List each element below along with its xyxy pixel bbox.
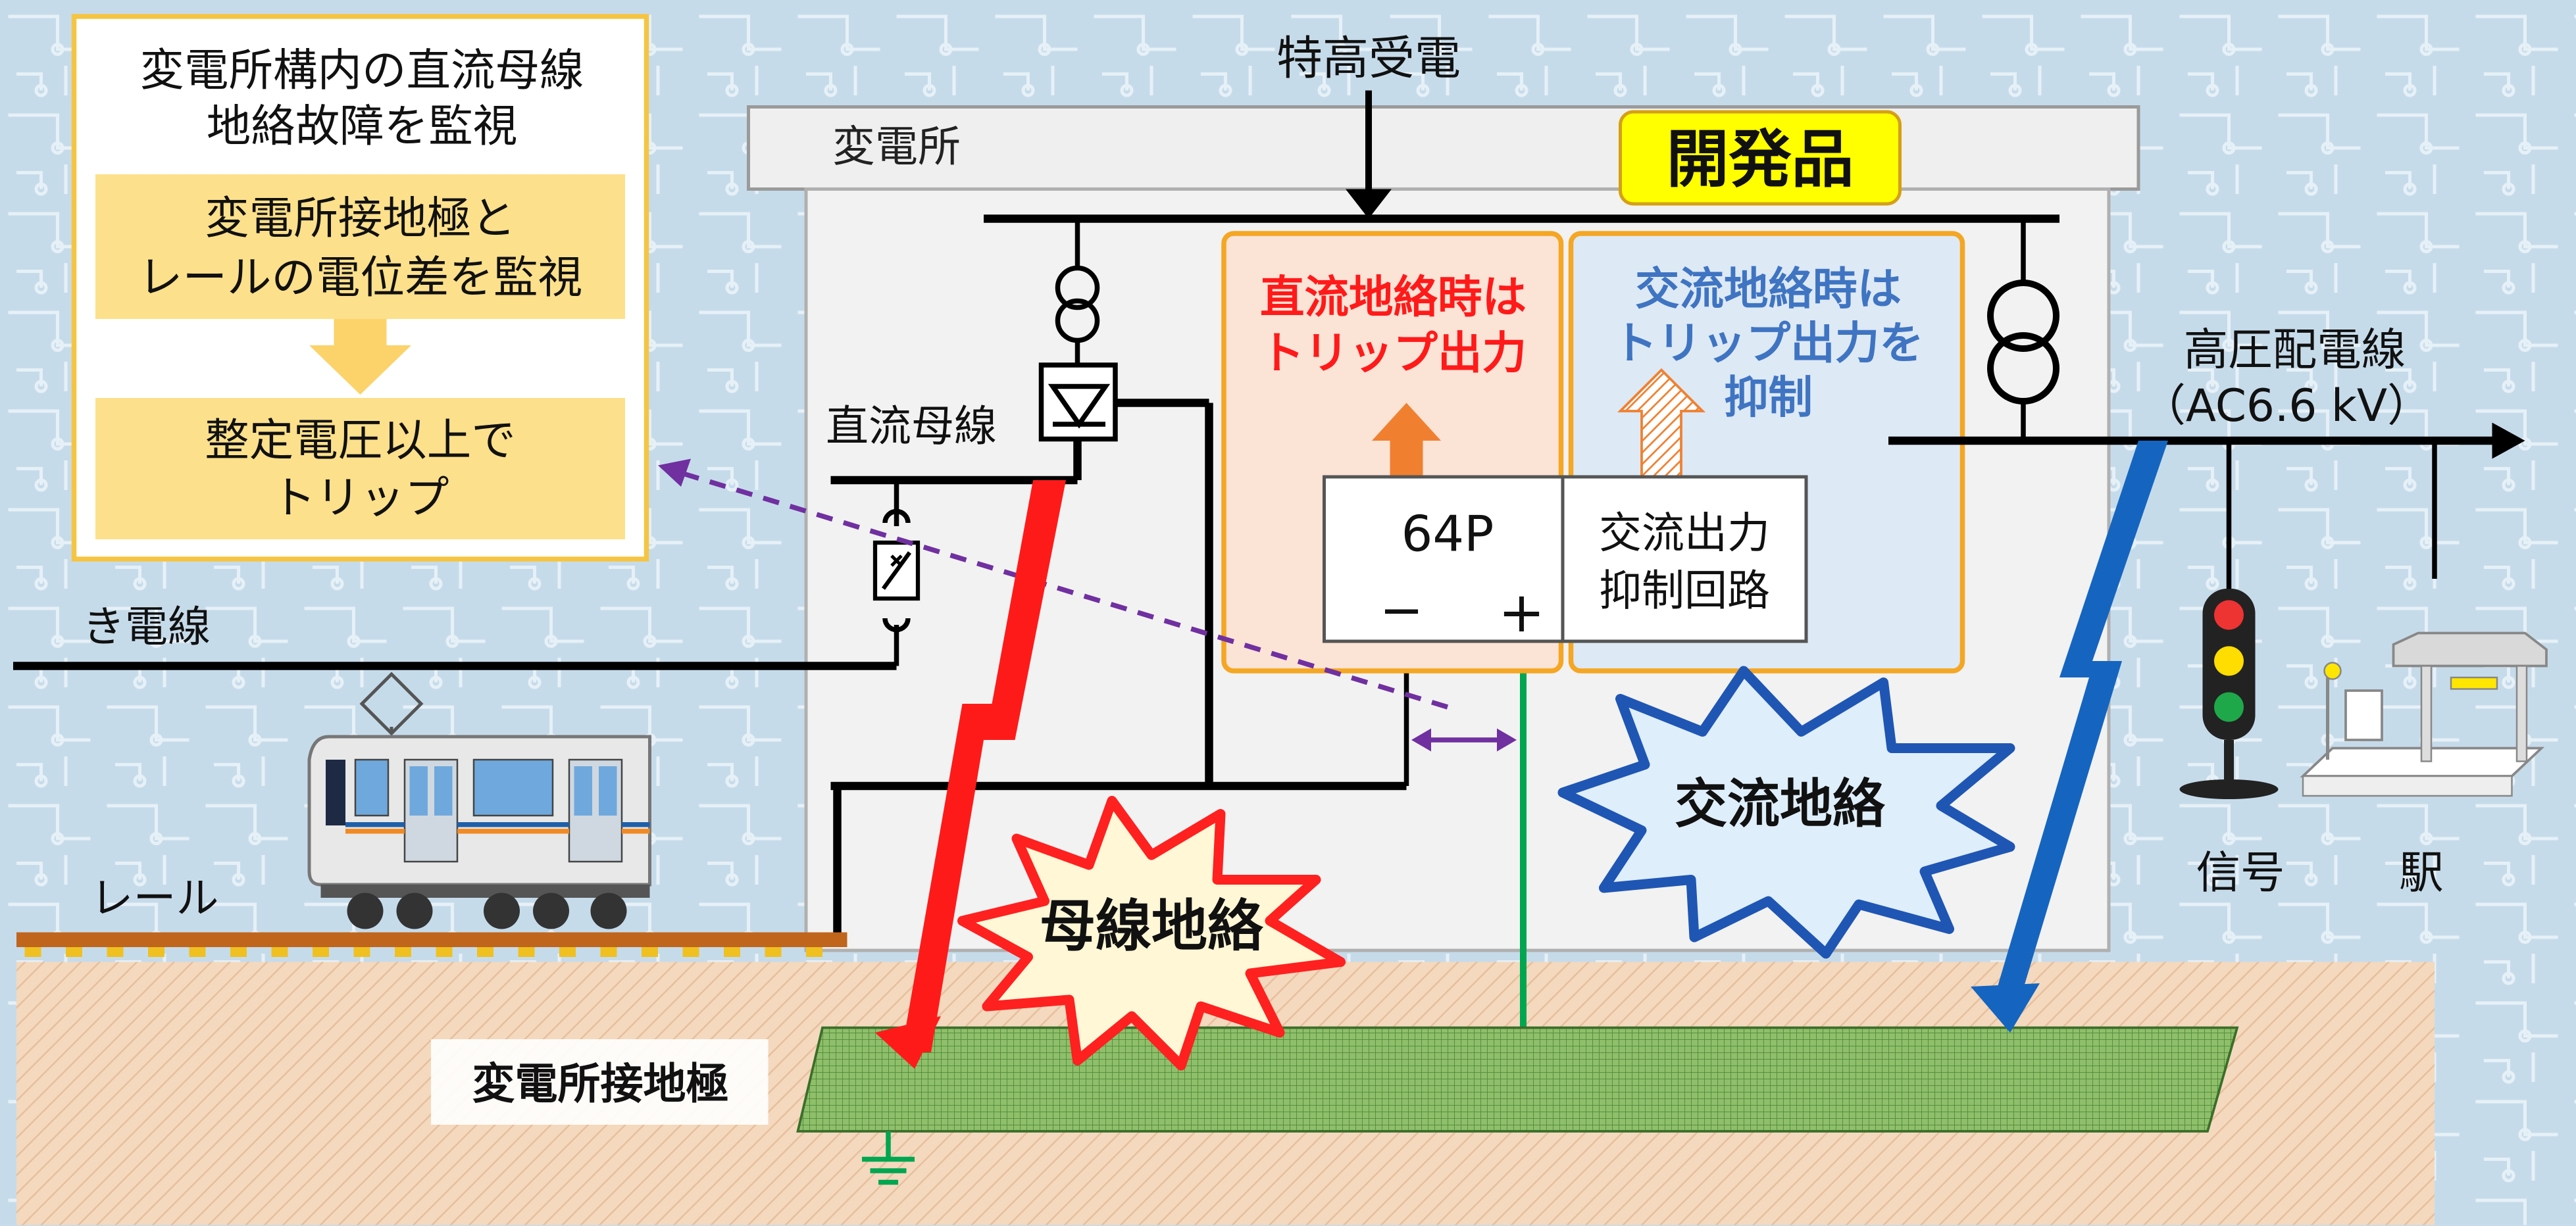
ac-suppress-note-line1: 交流地絡時は xyxy=(1635,263,1902,315)
ac-fault-label: 交流地絡 xyxy=(1675,773,1886,835)
rail-label: レール xyxy=(91,874,219,923)
station-icon xyxy=(2392,631,2548,668)
dc-fault-lightning-arrowhead xyxy=(875,1016,941,1069)
train-wheel-5 xyxy=(590,893,627,929)
hv-line-voltage-label: （AC6.6 kV） xyxy=(2141,380,2431,431)
ac-fault-burst xyxy=(1557,666,2015,959)
incoming-label: 特高受電 xyxy=(1276,32,1461,86)
relay-minus-terminal: − xyxy=(1379,579,1423,641)
dev-product-badge xyxy=(1619,110,1902,206)
feeder-label: き電線 xyxy=(82,602,211,652)
monitor-link-dashed xyxy=(676,469,1449,710)
train-stripe-blue-3 xyxy=(622,822,650,827)
ground-electrode-label: 変電所接地極 xyxy=(472,1060,728,1109)
info-step1-box xyxy=(95,174,625,319)
signal-red-lamp xyxy=(2214,600,2244,630)
potential-difference-arrowhead-right xyxy=(1497,728,1517,752)
ac-suppress-note-line2: トリップ出力を xyxy=(1613,317,1924,369)
dc-fault-lightning xyxy=(901,480,1066,1052)
train-door-2-right-window xyxy=(599,766,617,816)
ground-electrode-label-bg xyxy=(431,1039,769,1125)
info-step2-line1: 整定電圧以上で xyxy=(205,414,516,466)
info-step1-line1: 変電所接地極と xyxy=(205,192,516,244)
potential-difference-arrowhead-left xyxy=(1411,728,1431,752)
info-step1-line2: レールの電位差を監視 xyxy=(138,251,582,303)
relay-64p-box xyxy=(1323,475,1565,643)
info-step-arrow xyxy=(309,319,411,395)
ac-fault-lightning xyxy=(1994,441,2168,1000)
distribution-transformer-icon xyxy=(1987,280,2059,352)
train-door-1-left-window xyxy=(409,766,428,816)
info-title-line2: 地絡故障を監視 xyxy=(207,100,518,152)
hv-distribution-arrowhead xyxy=(2492,422,2525,459)
suppression-circuit-line2: 抑制回路 xyxy=(1599,566,1770,616)
signal-base xyxy=(2179,779,2279,799)
train-wheel-3 xyxy=(484,893,520,929)
train-window-1 xyxy=(354,758,390,817)
station-label: 駅 xyxy=(2399,846,2444,898)
breaker-x-mark xyxy=(890,554,903,567)
train-wheel-4 xyxy=(533,893,569,929)
diode-icon xyxy=(1048,383,1111,429)
rectifier-transformer-icon xyxy=(1055,265,1100,310)
dc-trip-note-line2: トリップ出力 xyxy=(1260,327,1527,379)
train-stripe-orange-1 xyxy=(345,829,405,834)
suppression-circuit-line1: 交流出力 xyxy=(1599,509,1770,558)
train-wheel-2 xyxy=(396,893,433,929)
info-step2-line2: トリップ xyxy=(271,472,449,524)
signal-pole xyxy=(2224,740,2234,781)
hv-line-label: 高圧配電線 xyxy=(2184,324,2406,376)
train-underframe xyxy=(320,885,650,898)
dev-product-label: 開発品 xyxy=(1666,124,1854,196)
ac-fault-lightning-arrowhead xyxy=(1971,983,2040,1033)
rail xyxy=(16,932,847,947)
train-stripe-blue-1 xyxy=(345,822,405,827)
train-wheel-1 xyxy=(347,893,384,929)
dc-trip-note-line1: 直流地絡時は xyxy=(1260,271,1527,323)
suppression-circuit-box xyxy=(1561,475,1808,643)
rectifier-box xyxy=(1038,362,1118,442)
bus-fault-label: 母線地絡 xyxy=(1040,895,1264,960)
station-canopy-pillar-left xyxy=(2420,665,2433,762)
station-platform-edge xyxy=(2302,775,2513,797)
train-stripe-orange-3 xyxy=(622,829,650,834)
substation-label: 変電所 xyxy=(832,122,961,172)
signal-label: 信号 xyxy=(2196,846,2285,898)
breaker-blade xyxy=(881,551,912,590)
ground-electrode xyxy=(796,1026,2239,1133)
info-step2-box xyxy=(95,398,625,539)
breaker-upper-contact xyxy=(882,508,911,524)
train-window-2 xyxy=(472,758,554,817)
signal-yellow-lamp xyxy=(2214,646,2244,676)
info-title-line1: 変電所構内の直流母線 xyxy=(139,44,584,96)
station-canopy-pillar-right xyxy=(2515,665,2528,762)
train-door-1-right-window xyxy=(434,766,453,816)
train-window-cab xyxy=(326,760,345,825)
relay-plus-terminal: + xyxy=(1498,580,1545,645)
station-bench xyxy=(2344,689,2383,741)
signal-green-lamp xyxy=(2214,692,2244,722)
incoming-arrowhead xyxy=(1346,189,1392,219)
monitor-link-arrowhead xyxy=(658,458,691,487)
train-stripe-orange-2 xyxy=(457,829,569,834)
station-sign xyxy=(2450,676,2498,690)
train-door-2-left-window xyxy=(574,766,592,816)
ac-suppress-note-line3: 抑制 xyxy=(1724,372,1813,424)
trip-output-arrow xyxy=(1372,403,1441,477)
station-lamp-bulb xyxy=(2323,662,2342,680)
dc-bus-label: 直流母線 xyxy=(826,402,997,451)
train-stripe-blue-2 xyxy=(457,822,569,827)
bus-fault-burst xyxy=(957,796,1346,1071)
relay-64p-label: 64P xyxy=(1402,505,1494,563)
